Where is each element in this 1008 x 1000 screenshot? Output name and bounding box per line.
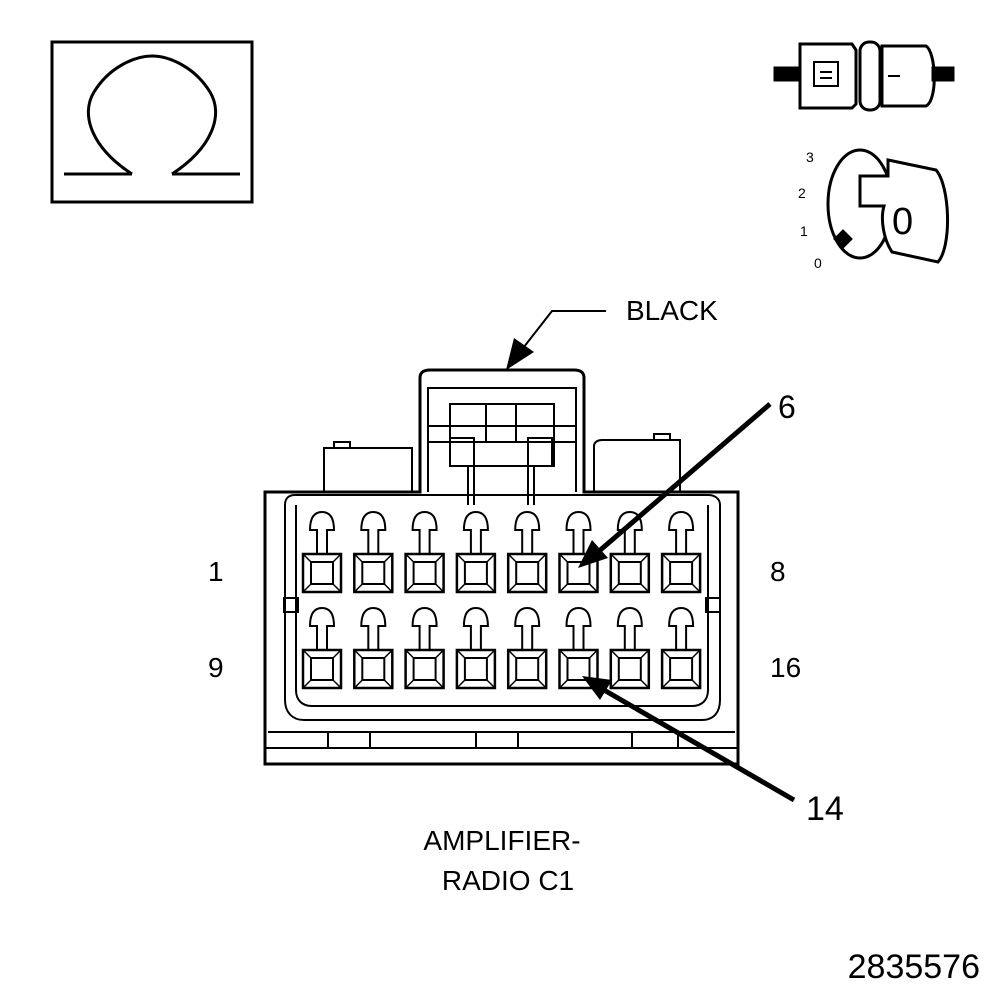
pin-cavities — [301, 510, 702, 690]
pin-cavity-10 — [353, 606, 394, 690]
pin-6-callout: 6 — [578, 389, 796, 568]
ohm-meter-icon — [50, 40, 254, 204]
row-label-8: 8 — [770, 556, 786, 587]
ignition-key-label: 0 — [892, 201, 913, 243]
ignition-position-2: 2 — [798, 185, 806, 201]
ignition-position-0: 0 — [814, 255, 822, 271]
figure-number: 2835576 — [848, 948, 980, 986]
pin-cavity-8 — [660, 510, 702, 594]
pin-cavity-5 — [506, 510, 548, 594]
ignition-switch-icon: 3 2 1 0 0 — [798, 148, 950, 271]
pin-14-callout: 14 — [582, 676, 844, 828]
pin-cavity-4 — [455, 510, 497, 594]
pin-6-label: 6 — [778, 389, 796, 425]
pin-cavity-15 — [609, 606, 651, 690]
pin-14-label: 14 — [806, 790, 844, 828]
connector-name-line-2: RADIO C1 — [442, 865, 574, 896]
pin-cavity-2 — [353, 510, 394, 594]
pin-cavity-1 — [301, 510, 343, 594]
pin-cavity-11 — [404, 606, 445, 690]
disconnected-connector-icon — [773, 40, 955, 112]
connector-body — [263, 368, 740, 766]
pin-cavity-14 — [558, 606, 599, 690]
row-label-16: 16 — [770, 652, 801, 683]
connector-color-label: BLACK — [626, 295, 718, 326]
ignition-position-3: 3 — [806, 149, 814, 165]
pin-cavity-6 — [558, 510, 599, 594]
pin-cavity-13 — [506, 606, 548, 690]
pin-cavity-3 — [404, 510, 445, 594]
ignition-position-1: 1 — [800, 223, 808, 239]
row-label-1: 1 — [208, 556, 224, 587]
pin-cavity-16 — [660, 606, 702, 690]
color-callout: BLACK — [506, 295, 718, 370]
connector-name-line-1: AMPLIFIER- — [423, 825, 580, 856]
pin-cavity-12 — [455, 606, 497, 690]
row-label-9: 9 — [208, 652, 224, 683]
pin-cavity-9 — [301, 606, 343, 690]
